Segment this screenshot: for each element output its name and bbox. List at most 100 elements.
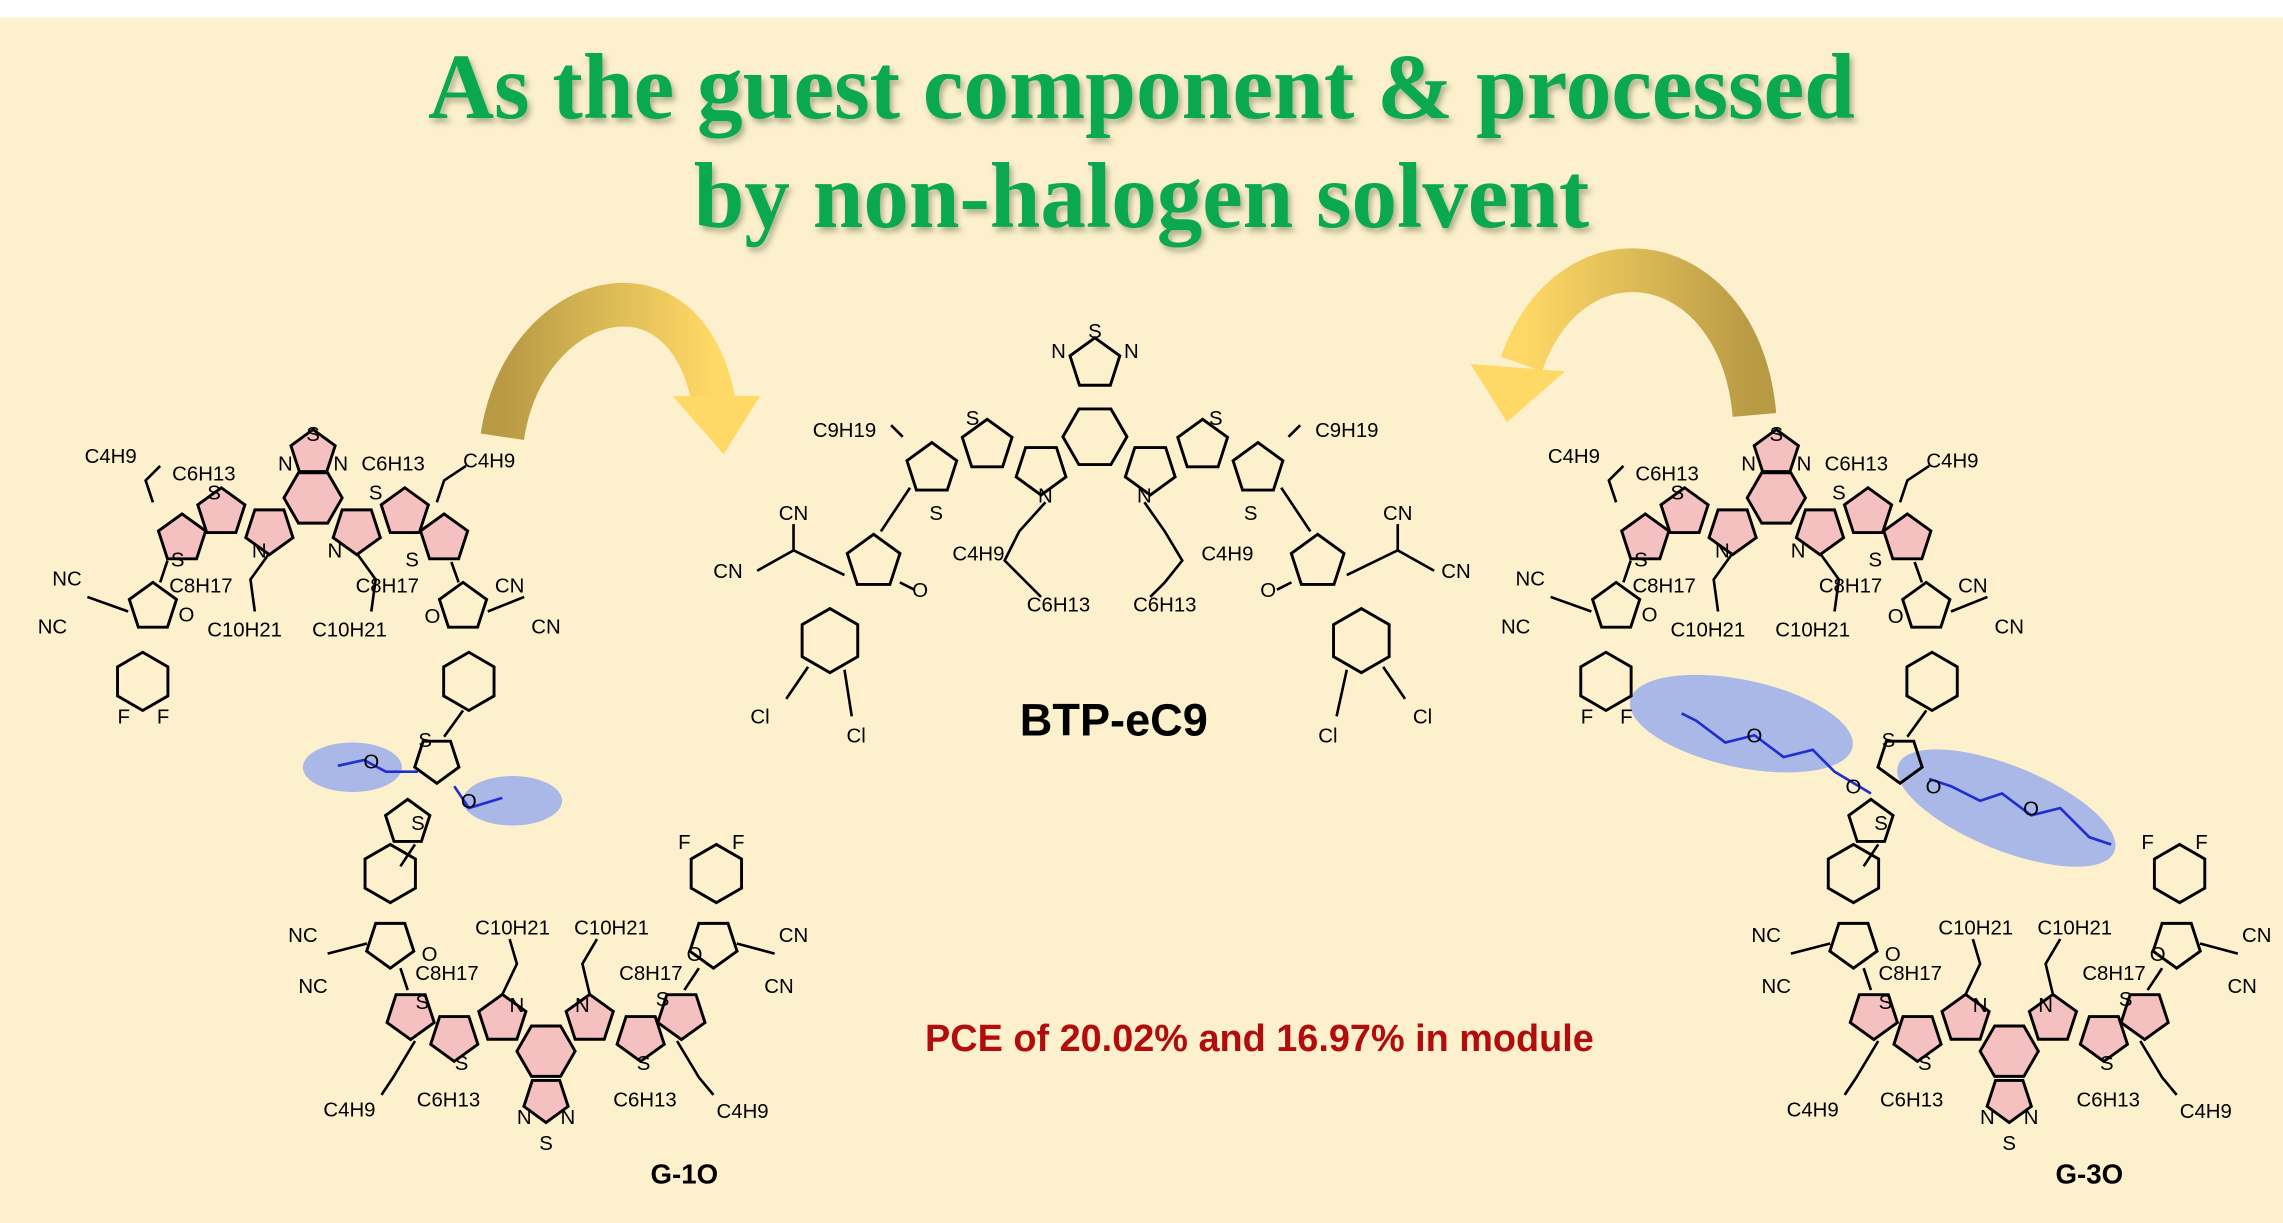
arrow-right-shaft [1500, 248, 1777, 418]
atom-label-n: N [575, 995, 590, 1017]
atom-label-s: S [418, 730, 432, 752]
atom-label-cn: CN [764, 976, 793, 998]
atom-label-f: F [1620, 707, 1632, 729]
atom-label-s: S [2002, 1133, 2016, 1155]
atom-label-c6h13: C6H13 [613, 1090, 676, 1112]
atom-label-s: S [539, 1133, 553, 1155]
atom-label-n: N [2038, 995, 2053, 1017]
atom-label-s: S [1769, 424, 1783, 446]
core-ring [1842, 485, 1894, 535]
bond [756, 549, 795, 572]
atom-label-s: S [1882, 730, 1896, 752]
atom-label-o: O [687, 944, 703, 966]
bond [1382, 666, 1407, 700]
end-group-ring [1590, 580, 1642, 629]
atom-label-o: O [1747, 726, 1763, 748]
oligoether-highlight-right [1897, 749, 2116, 867]
atom-label-s: S [455, 1053, 469, 1075]
bond [1913, 561, 1924, 583]
atom-label-n: N [1715, 541, 1730, 563]
atom-label-c4h9: C4H9 [1926, 450, 1978, 472]
core-ring [1707, 508, 1758, 557]
core-ring [282, 471, 344, 525]
atom-label-s: S [207, 482, 221, 504]
core-ring [331, 508, 383, 557]
atom-label-c4h9: C4H9 [85, 446, 137, 468]
end-group-benzene [1826, 842, 1881, 905]
atom-label-s: S [369, 482, 383, 504]
atom-label-s: S [929, 503, 943, 525]
end-group-benzene [1332, 606, 1391, 675]
end-group-benzene [2152, 842, 2207, 905]
end-group-benzene [1905, 650, 1959, 713]
atom-label-cn: CN [713, 561, 742, 583]
atom-label-n: N [333, 453, 348, 475]
bond [249, 552, 271, 612]
atom-label-o: O [1926, 776, 1942, 798]
bond [581, 938, 599, 995]
bond [2139, 1040, 2178, 1096]
atom-label-n: N [560, 1107, 575, 1129]
core-ring [2027, 992, 2079, 1041]
bond [1964, 938, 1982, 995]
end-group-ring [845, 532, 902, 586]
core-ring [1745, 471, 1808, 525]
atom-label-o: O [1260, 580, 1276, 602]
atom-label-c4h9: C4H9 [2180, 1101, 2232, 1123]
atom-label-f: F [2195, 832, 2207, 854]
bond [1681, 712, 1872, 795]
atom-label-cn: CN [1383, 503, 1412, 525]
core-ring [905, 440, 959, 492]
core-ring [418, 512, 470, 561]
atom-label-c6h13: C6H13 [1635, 463, 1698, 485]
atom-label-nc: NC [1762, 976, 1791, 998]
bond [1003, 501, 1047, 598]
bond [899, 581, 915, 591]
atom-label-s: S [306, 424, 320, 446]
thiadiazole-ring [1752, 427, 1801, 474]
atom-label-o: O [422, 944, 438, 966]
end-group-benzene [800, 606, 860, 675]
bond [86, 595, 129, 613]
core-ring [428, 1015, 480, 1064]
thiadiazole-ring [522, 1079, 570, 1125]
atom-label-s: S [405, 549, 419, 571]
core-ring [960, 417, 1014, 469]
linker-thiophene [383, 797, 432, 843]
atom-label-c10h21: C10H21 [312, 619, 387, 641]
atom-label-s: S [1879, 992, 1893, 1014]
bond [1276, 581, 1293, 591]
bond [158, 560, 169, 583]
atom-label-c8h17: C8H17 [169, 576, 232, 598]
atom-label-s: S [966, 408, 980, 430]
atom-label-c6h13: C6H13 [1133, 595, 1196, 617]
atom-label-c9h19: C9H19 [813, 420, 876, 442]
atom-label-c8h17: C8H17 [1819, 576, 1882, 598]
bond [453, 785, 503, 810]
atom-label-n: N [1038, 485, 1053, 507]
atom-label-cn: CN [779, 503, 808, 525]
atom-label-o: O [363, 752, 379, 774]
core-ring [385, 993, 436, 1042]
atom-label-n: N [517, 1107, 532, 1129]
atom-label-nc: NC [298, 976, 327, 998]
bond [843, 669, 854, 717]
atom-label-c8h17: C8H17 [619, 963, 682, 985]
atom-label-cl: Cl [847, 726, 866, 748]
arrow-left-shaft [480, 283, 735, 441]
atom-label-o: O [1888, 606, 1904, 628]
atom-label-n: N [510, 995, 525, 1017]
linker-thiophene [1876, 739, 1924, 786]
atom-label-c4h9: C4H9 [1201, 544, 1253, 566]
atom-label-s: S [1634, 549, 1648, 571]
atom-label-n: N [1124, 341, 1139, 363]
linker-thiophene [1847, 797, 1895, 843]
bond [792, 524, 846, 577]
atom-label-nc: NC [1501, 616, 1530, 638]
atom-label-s: S [415, 992, 429, 1014]
core-ring [1659, 485, 1710, 535]
bond [144, 464, 162, 503]
atom-label-o: O [2023, 798, 2039, 820]
